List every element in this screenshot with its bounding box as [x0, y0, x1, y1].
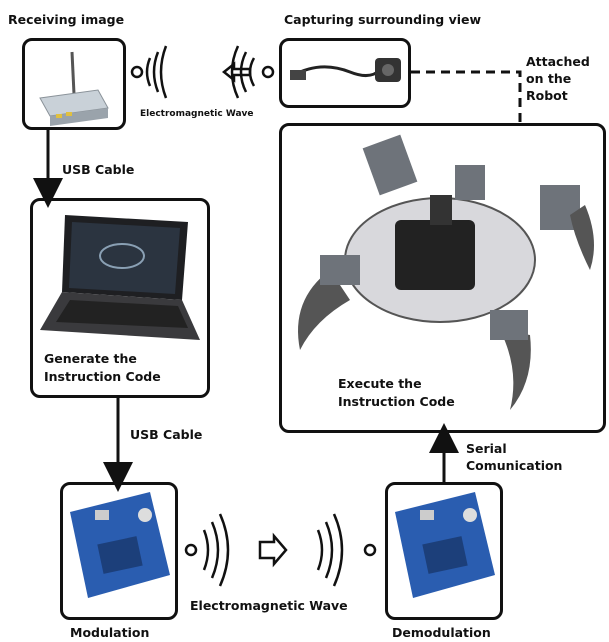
generate-code-label-2: Instruction Code [44, 369, 161, 384]
wave-icon-top [130, 45, 275, 99]
execute-code-label-2: Instruction Code [338, 394, 455, 409]
capturing-view-label: Capturing surrounding view [284, 12, 482, 27]
execute-code-label-1: Execute the [338, 376, 422, 391]
attached-robot-label-1: Attached [526, 54, 590, 69]
serial-comm-label-1: Serial [466, 441, 507, 456]
em-wave-top-label: Electromagnetic Wave [140, 109, 254, 119]
usb-cable-bottom-label: USB Cable [130, 427, 203, 442]
attached-dashed-line [411, 70, 522, 123]
em-wave-bottom-label: Electromagnetic Wave [190, 598, 348, 613]
demodulation-label: Demodulation [392, 625, 491, 640]
laptop-icon [40, 215, 200, 340]
wave-icon-bottom [184, 513, 377, 587]
xbee-module-icon-rx [395, 492, 495, 598]
generate-code-label-1: Generate the [44, 351, 137, 366]
modulation-label: Modulation [70, 625, 150, 640]
attached-robot-label-3: Robot [526, 88, 568, 103]
hexapod-robot-icon [298, 134, 594, 410]
receiving-image-label: Receiving image [8, 12, 125, 27]
xbee-module-icon [70, 492, 170, 598]
attached-robot-label-2: on the [526, 71, 572, 86]
usb-cable-top-label: USB Cable [62, 162, 135, 177]
serial-comm-label-2: Comunication [466, 458, 563, 473]
wireless-receiver-icon [39, 51, 109, 126]
camera-icon [290, 58, 401, 82]
